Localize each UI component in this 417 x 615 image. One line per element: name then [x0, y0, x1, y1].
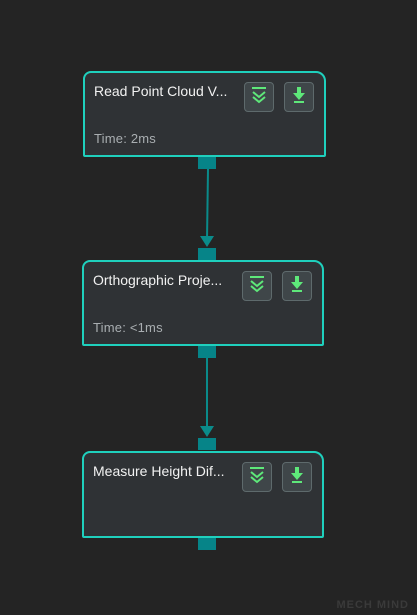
download-button[interactable] — [282, 271, 312, 301]
node2-input-port[interactable] — [198, 248, 216, 260]
connection-1 — [200, 168, 214, 247]
node3-input-port[interactable] — [198, 438, 216, 450]
double-chevron-down-icon — [248, 274, 266, 299]
double-chevron-down-icon — [248, 465, 266, 490]
node2-output-port[interactable] — [198, 346, 216, 358]
watermark-logo: MECH MIND — [336, 599, 409, 611]
download-arrow-icon — [290, 275, 304, 298]
node-title: Measure Height Dif... — [93, 463, 225, 479]
download-button[interactable] — [282, 462, 312, 492]
collapse-button[interactable] — [244, 82, 274, 112]
node3-output-port[interactable] — [198, 538, 216, 550]
node1-output-port[interactable] — [198, 157, 216, 169]
node-title: Read Point Cloud V... — [94, 83, 228, 99]
step-node-measure-height-difference[interactable]: Measure Height Dif... — [82, 451, 324, 538]
node-time: Time: 2ms — [94, 131, 156, 146]
connection-2 — [200, 358, 214, 437]
download-button[interactable] — [284, 82, 314, 112]
node-time: Time: <1ms — [93, 320, 163, 335]
download-arrow-icon — [290, 466, 304, 489]
double-chevron-down-icon — [250, 85, 268, 110]
node-title: Orthographic Proje... — [93, 272, 223, 288]
step-node-orthographic-projection[interactable]: Orthographic Proje... Time: <1ms — [82, 260, 324, 346]
step-node-read-point-cloud[interactable]: Read Point Cloud V... Time: 2ms — [83, 71, 326, 157]
collapse-button[interactable] — [242, 462, 272, 492]
collapse-button[interactable] — [242, 271, 272, 301]
download-arrow-icon — [292, 86, 306, 109]
